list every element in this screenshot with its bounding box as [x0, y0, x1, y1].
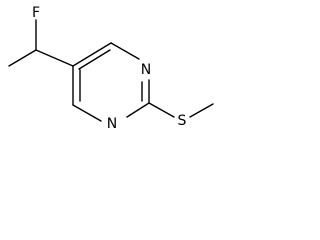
bond-n3-c4	[72, 104, 102, 122]
bond-ch-methyl	[8, 49, 37, 67]
chemical-structure-diagram: F N N S	[8, 5, 214, 132]
atom-label-s: S	[178, 113, 187, 129]
atom-label-f: F	[32, 5, 40, 21]
bond-ch-ring	[35, 49, 74, 67]
bond-c2-n3	[126, 102, 150, 118]
atom-label-n3: N	[107, 116, 117, 132]
bond-s-methyl	[189, 103, 214, 118]
bond-c5-c6-inner	[78, 49, 111, 70]
bond-c5-c6	[72, 42, 112, 67]
atom-label-n1: N	[141, 62, 151, 78]
bond-c6-n1	[110, 42, 140, 60]
bond-c2-s	[148, 102, 175, 118]
